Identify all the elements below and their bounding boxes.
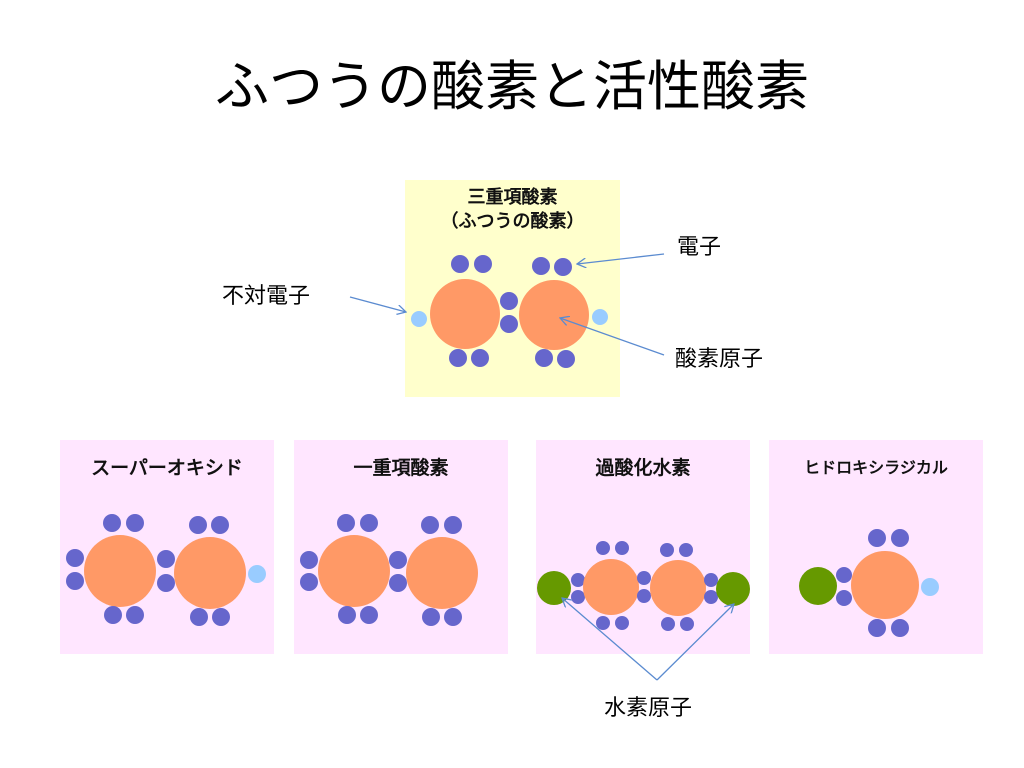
electron [300,551,318,569]
electron [360,606,378,624]
electron-label: 電子 [677,235,722,260]
oxygen-atom-label: 酸素原子 [675,347,764,372]
electron [104,606,122,624]
electron [660,543,674,557]
oxygen-atom [519,280,589,350]
electron [66,572,84,590]
triplet-oxygen-molecule [411,255,608,368]
hydrogen-peroxide-title: 過酸化水素 [595,457,691,479]
oxygen-atom [84,535,156,607]
electron [680,617,694,631]
unpaired-electron [592,309,608,325]
electron [535,349,553,367]
electron [103,514,121,532]
electron [471,349,489,367]
electron [704,573,718,587]
triplet-oxygen-panel: 三重項酸素 （ふつうの酸素） [405,180,620,397]
oxygen-atom [174,537,246,609]
oxygen-atom [851,551,919,619]
electron [554,258,572,276]
electron [637,589,651,603]
unpaired-electron [921,578,939,596]
electron [868,529,886,547]
hydroxyl-radical-title: ヒドロキシラジカル [804,458,948,477]
singlet-oxygen-panel: 一重項酸素 [294,440,508,654]
electron [360,514,378,532]
electron [212,608,230,626]
electron [474,255,492,273]
electron [189,516,207,534]
electron [66,549,84,567]
electron [157,574,175,592]
hydrogen-atom-label: 水素原子 [604,696,693,721]
unpaired-electron [248,565,266,583]
superoxide-molecule [66,514,266,626]
electron [190,608,208,626]
electron [211,516,229,534]
slide-title: ふつうの酸素と活性酸素 [215,55,809,118]
electron [571,590,585,604]
oxygen-atom [650,560,706,616]
electron [422,608,440,626]
singlet-oxygen-title: 一重項酸素 [353,457,449,479]
hydrogen-atom [716,572,750,606]
superoxide-title: スーパーオキシド [91,457,243,479]
hydroxyl-radical-panel: ヒドロキシラジカル [769,440,983,654]
electron [532,257,550,275]
oxygen-atom [406,537,478,609]
hydrogen-peroxide-molecule [537,541,750,631]
electron [661,617,675,631]
electron [868,619,886,637]
electron [338,606,356,624]
electron [596,541,610,555]
electron [500,292,518,310]
unpaired-electron-label: 不対電子 [222,284,311,309]
electron [704,590,718,604]
electron [557,350,575,368]
hydrogen-atom [537,571,571,605]
oxygen-atom [583,559,639,615]
electron [891,619,909,637]
singlet-oxygen-molecule [300,514,478,626]
electron [421,516,439,534]
electron [449,349,467,367]
electron [126,514,144,532]
electron [126,606,144,624]
electron [451,255,469,273]
electron [679,543,693,557]
electron [389,551,407,569]
electron [615,616,629,630]
triplet-oxygen-subtitle: （ふつうの酸素） [440,211,585,232]
triplet-oxygen-title: 三重項酸素 [467,187,558,208]
electron [157,550,175,568]
electron [337,514,355,532]
oxygen-atom [318,535,390,607]
superoxide-panel: スーパーオキシド [60,440,274,654]
unpaired-electron [411,311,427,327]
hydroxyl-radical-molecule [799,529,939,637]
electron [836,590,852,606]
electron [444,608,462,626]
oxygen-atom [430,279,500,349]
unpaired-electron-arrow [349,296,406,312]
electron [444,516,462,534]
electron [500,315,518,333]
electron [615,541,629,555]
hydrogen-atom [799,567,837,605]
electron [836,567,852,583]
electron [300,573,318,591]
electron [637,571,651,585]
electron [891,529,909,547]
electron [571,573,585,587]
electron [596,616,610,630]
electron [389,574,407,592]
hydrogen-peroxide-panel: 過酸化水素 [536,440,750,654]
